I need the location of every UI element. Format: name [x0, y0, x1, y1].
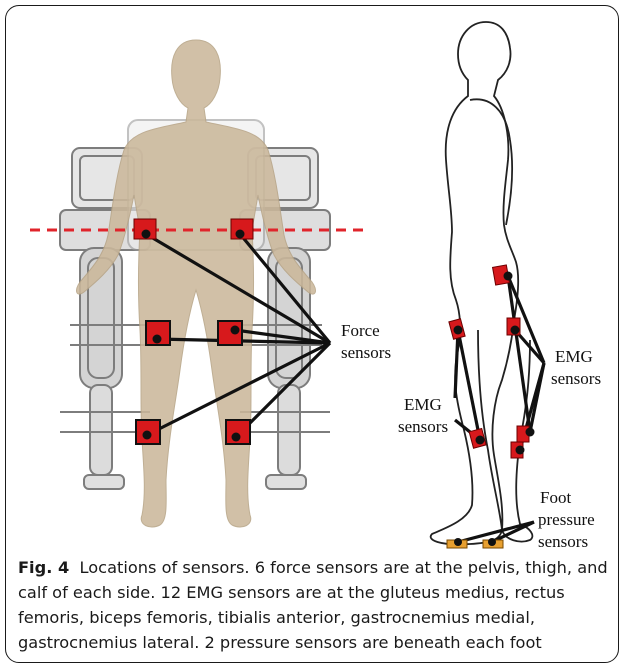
foot-pressure-label-line2: pressure [538, 510, 595, 529]
force-sensors-label-line2: sensors [341, 343, 391, 362]
figure-label: Fig. 4 [18, 558, 69, 577]
emg-right-label-line1: EMG [555, 347, 593, 366]
caption-text: Locations of sensors. 6 force sensors ar… [18, 558, 608, 652]
human-body-side [431, 22, 533, 544]
emg-left-label-line1: EMG [404, 395, 442, 414]
emg-left-label-line2: sensors [398, 417, 448, 436]
figure-caption: Fig. 4 Locations of sensors. 6 force sen… [18, 555, 614, 655]
foot-pressure-label-line3: sensors [538, 532, 588, 551]
force-sensor-thigh-left [218, 321, 242, 345]
foot-pressure-label-line1: Foot [540, 488, 571, 507]
force-sensors-label-line1: Force [341, 321, 380, 340]
emg-right-label-line2: sensors [551, 369, 601, 388]
